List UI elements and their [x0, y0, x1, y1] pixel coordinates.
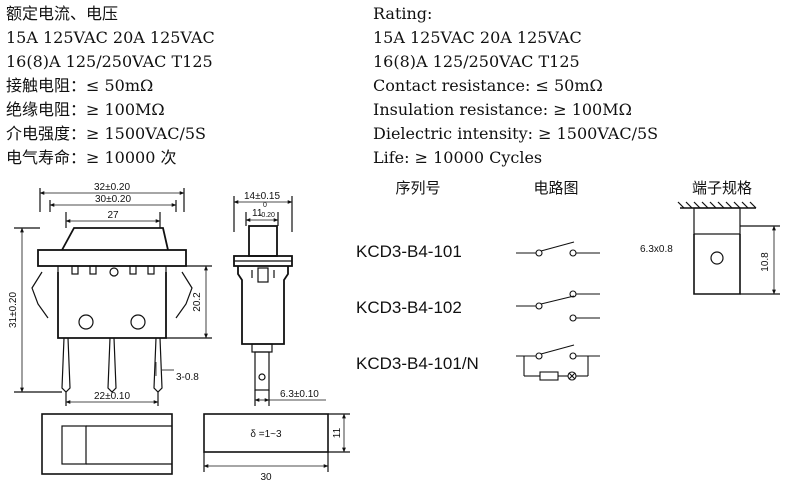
- dim-width-mid: 30±0.20: [95, 194, 132, 205]
- spec-en-line: Rating:: [373, 4, 433, 23]
- spec-en-line: Life: ≥ 10000 Cycles: [373, 148, 543, 167]
- terminal-spec-drawing: [677, 201, 780, 295]
- dim-height-total: 31±0.20: [8, 292, 19, 329]
- spec-list-english: Rating: 15A 125VAC 20A 125VAC 16(8)A 125…: [373, 2, 658, 170]
- header-circuit: 电路图: [533, 179, 578, 197]
- model-label: KCD3-B4-101: [356, 242, 462, 261]
- circuit-diagram-101n: [516, 344, 600, 381]
- header-terminal: 端子规格: [692, 179, 752, 197]
- spec-cn-line: 电气寿命：≥ 10000 次: [6, 148, 177, 167]
- dim-pin-gap: 3-0.8: [176, 372, 199, 383]
- spec-en-line: Contact resistance: ≤ 50mΩ: [373, 76, 603, 95]
- spec-en-line: Dielectric intensity: ≥ 1500VAC/5S: [373, 124, 659, 143]
- panel-cutout-view: [41, 413, 350, 475]
- header-serial: 序列号: [395, 179, 440, 197]
- model-label: KCD3-B4-101/N: [356, 354, 479, 373]
- dim-side-inner-sub: -0.20: [259, 212, 275, 219]
- dim-panel-delta: δ =1~3: [250, 429, 282, 440]
- spec-cn-line: 介电强度：≥ 1500VAC/5S: [6, 124, 207, 143]
- side-view: [233, 196, 326, 406]
- circuit-diagram-102: [516, 290, 600, 322]
- resistor-icon: [539, 371, 559, 381]
- model-label: KCD3-B4-102: [356, 298, 462, 317]
- spec-cn-line: 15A 125VAC 20A 125VAC: [6, 28, 215, 47]
- dim-panel-height: 11: [332, 427, 343, 438]
- spec-en-line: 16(8)A 125/250VAC T125: [373, 52, 580, 71]
- spec-list-chinese: 额定电流、电压 15A 125VAC 20A 125VAC 16(8)A 125…: [6, 2, 215, 170]
- dim-side-inner-sup: 0: [263, 202, 267, 209]
- spec-cn-line: 接触电阻：≤ 50mΩ: [6, 76, 154, 95]
- front-view: [14, 188, 212, 406]
- dim-terminal-width: 6.3±0.10: [280, 389, 319, 400]
- circuit-diagram-101: [516, 241, 600, 257]
- dim-side-width: 14±0.15: [244, 191, 281, 202]
- dim-side-inner: 11: [252, 208, 263, 219]
- dim-pin-span: 22±0.10: [94, 391, 131, 402]
- dim-height-body: 20.2: [192, 292, 203, 312]
- spec-cn-line: 额定电流、电压: [6, 4, 119, 23]
- spec-cn-line: 16(8)A 125/250VAC T125: [6, 52, 213, 71]
- dim-width-inner: 27: [107, 210, 119, 221]
- spec-cn-line: 绝缘电阻：≥ 100MΩ: [6, 100, 165, 119]
- dim-terminal-size: 6.3x0.8: [640, 244, 673, 255]
- dim-width-outer: 32±0.20: [94, 182, 131, 193]
- dim-terminal-length: 10.8: [760, 252, 771, 272]
- dim-panel-width: 30: [260, 472, 272, 483]
- spec-en-line: Insulation resistance: ≥ 100MΩ: [373, 100, 632, 119]
- spec-en-line: 15A 125VAC 20A 125VAC: [373, 28, 582, 47]
